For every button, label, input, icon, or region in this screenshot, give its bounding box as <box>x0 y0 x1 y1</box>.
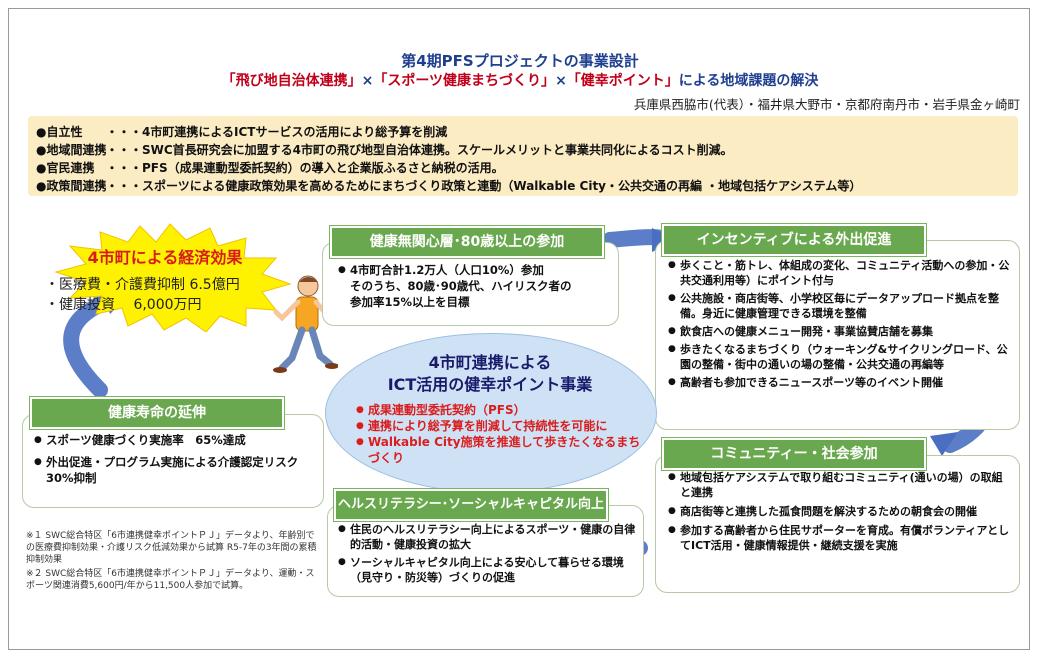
lifespan-item: スポーツ健康づくり実施率 65%達成 <box>34 432 316 448</box>
center-item: Walkable City施策を推進して歩きたくなるまちづくり <box>356 434 646 466</box>
community-list: 地域包括ケアシステムで取り組むコミュニティ(通いの場）の取組と連携 商店街等と連… <box>668 470 1013 553</box>
center-item: 成果連動型委託契約（PFS） <box>356 402 646 418</box>
incentive-item: 歩くこと・筋トレ、体組成の変化、コミュニティ活動への参加・公共交通利用等）にポイ… <box>668 258 1013 288</box>
subtitle-times-2: × <box>555 73 567 89</box>
principle-row: ●地域間連携・・・SWC首長研究会に加盟する4市町の飛び地型自治体連携。スケール… <box>36 141 733 158</box>
principle-name: ●地域間連携 <box>36 143 107 157</box>
principle-name: ●自立性 <box>36 125 83 139</box>
community-item: 参加する高齢者から住民サポーターを育成。有償ボランティアとしてICT活用・健康情… <box>668 523 1013 553</box>
community-item: 地域包括ケアシステムで取り組むコミュニティ(通いの場）の取組と連携 <box>668 470 1013 500</box>
incentive-item: 歩きたくなるまちづくり（ウォーキング&サイクリングロード、公園の整備・街中の通い… <box>668 342 1013 372</box>
footnote-2: ※２ SWC総合特区「6市連携健幸ポイントＰＪ」データより、運動・スポーツ関連消… <box>26 569 315 591</box>
principle-text: ・・・4市町連携によるICTサービスの活用により総予算を削減 <box>106 125 448 139</box>
incentive-item: 公共施設・商店街等、小学校区毎にデータアップロード拠点を整備。身近に健康管理でき… <box>668 291 1013 321</box>
incentive-list: 歩くこと・筋トレ、体組成の変化、コミュニティ活動への参加・公共交通利用等）にポイ… <box>668 258 1013 390</box>
incentive-item: 高齢者も参加できるニュースポーツ等のイベント開催 <box>668 375 1013 390</box>
community-header: コミュニティー・社会参加 <box>662 438 926 470</box>
principle-text: ・・・SWC首長研究会に加盟する4市町の飛び地型自治体連携。スケールメリットと事… <box>106 143 733 157</box>
subtitle-tail: による地域課題の解決 <box>678 73 819 89</box>
participation-header: 健康無関心層･80歳以上の参加 <box>330 226 604 258</box>
footnote-1: ※１ SWC総合特区「6市連携健幸ポイントＰＪ」データより、年齢別での医療費抑制… <box>26 531 317 565</box>
principle-name: ●官民連携 <box>36 161 95 175</box>
page-subtitle: 「飛び地自治体連携」×「スポーツ健康まちづくり」×「健幸ポイント」による地域課題… <box>0 70 1040 90</box>
lifespan-item: 外出促進・プログラム実施による介護認定リスク30%抑制 <box>34 454 316 486</box>
center-title-line-2: ICT活用の健幸ポイント事業 <box>387 375 593 394</box>
principle-row: ●官民連携・・・PFS（成果連動型委託契約）の導入と企業版ふるさと納税の活用。 <box>36 159 504 176</box>
principle-row: ●政策間連携・・・スポーツによる健康政策効果を高めるためにまちづくり政策と連動（… <box>36 177 861 194</box>
economic-item: ・医療費・介護費抑制 6.5億円 <box>45 277 240 293</box>
incentive-item: 飲食店への健康メニュー開発・事業協賛店舗を募集 <box>668 324 1013 339</box>
subtitle-part-1: 「飛び地自治体連携」 <box>221 73 362 89</box>
principle-text: ・・・PFS（成果連動型委託契約）の導入と企業版ふるさと納税の活用。 <box>106 161 504 175</box>
arrowhead-right <box>930 432 958 456</box>
subtitle-part-2: 「スポーツ健康まちづくり」 <box>373 73 556 89</box>
principle-row: ●自立性 ・・・4市町連携によるICTサービスの活用により総予算を削減 <box>36 123 447 140</box>
center-item: 連携により総予算を削減して持続性を可能に <box>356 418 646 434</box>
principle-name: ●政策間連携 <box>36 179 107 193</box>
lifespan-header: 健康寿命の延伸 <box>30 397 284 429</box>
literacy-item: ソーシャルキャピタル向上による安心して暮らせる環境（見守り・防災等）づくりの促進 <box>338 555 636 585</box>
literacy-list: 住民のヘルスリテラシー向上によるスポーツ・健康の自律的活動・健康投資の拡大 ソー… <box>338 522 636 585</box>
incentive-header: インセンティブによる外出促進 <box>662 224 926 256</box>
center-title: 4市町連携による ICT活用の健幸ポイント事業 <box>325 352 655 396</box>
lifespan-list: スポーツ健康づくり実施率 65%達成 外出促進・プログラム実施による介護認定リス… <box>34 432 316 486</box>
subtitle-part-3: 「健幸ポイント」 <box>566 73 679 89</box>
community-item: 商店街等と連携した孤食問題を解決するための朝食会の開催 <box>668 504 1013 519</box>
principles-band <box>28 116 1018 196</box>
economic-item: ・健康投資 6,000万円 <box>45 297 202 313</box>
participation-line: そのうち、80歳･90歳代、ハイリスク者の <box>350 279 572 293</box>
economic-effect-title: 4市町による経済効果 <box>87 248 243 267</box>
cities-line: 兵庫県西脇市(代表）・福井県大野市・京都府南丹市・岩手県金ヶ崎町 <box>633 97 1020 112</box>
participation-line: 4市町合計1.2万人（人口10%）参加 <box>350 263 544 277</box>
page-title: 第4期PFSプロジェクトの事業設計 <box>401 52 639 70</box>
arrow-left <box>63 292 118 398</box>
burst-shape <box>54 223 292 332</box>
literacy-item: 住民のヘルスリテラシー向上によるスポーツ・健康の自律的活動・健康投資の拡大 <box>338 522 636 552</box>
participation-line: 参加率15%以上を目標 <box>350 295 470 309</box>
participation-text: 4市町合計1.2万人（人口10%）参加 そのうち、80歳･90歳代、ハイリスク者… <box>338 262 625 310</box>
center-list: 成果連動型委託契約（PFS） 連携により総予算を削減して持続性を可能に Walk… <box>356 402 646 466</box>
principle-text: ・・・スポーツによる健康政策効果を高めるためにまちづくり政策と連動（Walkab… <box>106 179 862 193</box>
walking-person-illustration <box>273 275 338 373</box>
subtitle-times-1: × <box>361 73 374 89</box>
literacy-header: ヘルスリテラシー･ソーシャルキャピタル向上 <box>334 489 608 521</box>
center-title-line-1: 4市町連携による <box>428 353 552 372</box>
